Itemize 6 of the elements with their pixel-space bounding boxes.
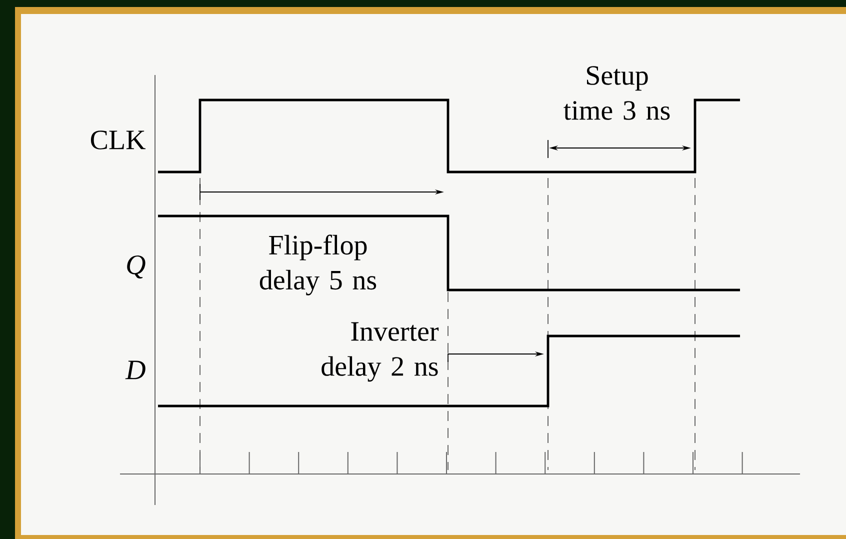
annotation-text: Flip-flop delay 5 ns: [260, 234, 376, 296]
signal-label: CLK: [90, 130, 146, 150]
signal-label: D: [125, 360, 146, 380]
annotation-text: Setup time 3 ns: [564, 66, 670, 120]
annotation-text: Inverter delay 2 ns: [322, 322, 439, 382]
signal-label: Q: [127, 255, 146, 279]
